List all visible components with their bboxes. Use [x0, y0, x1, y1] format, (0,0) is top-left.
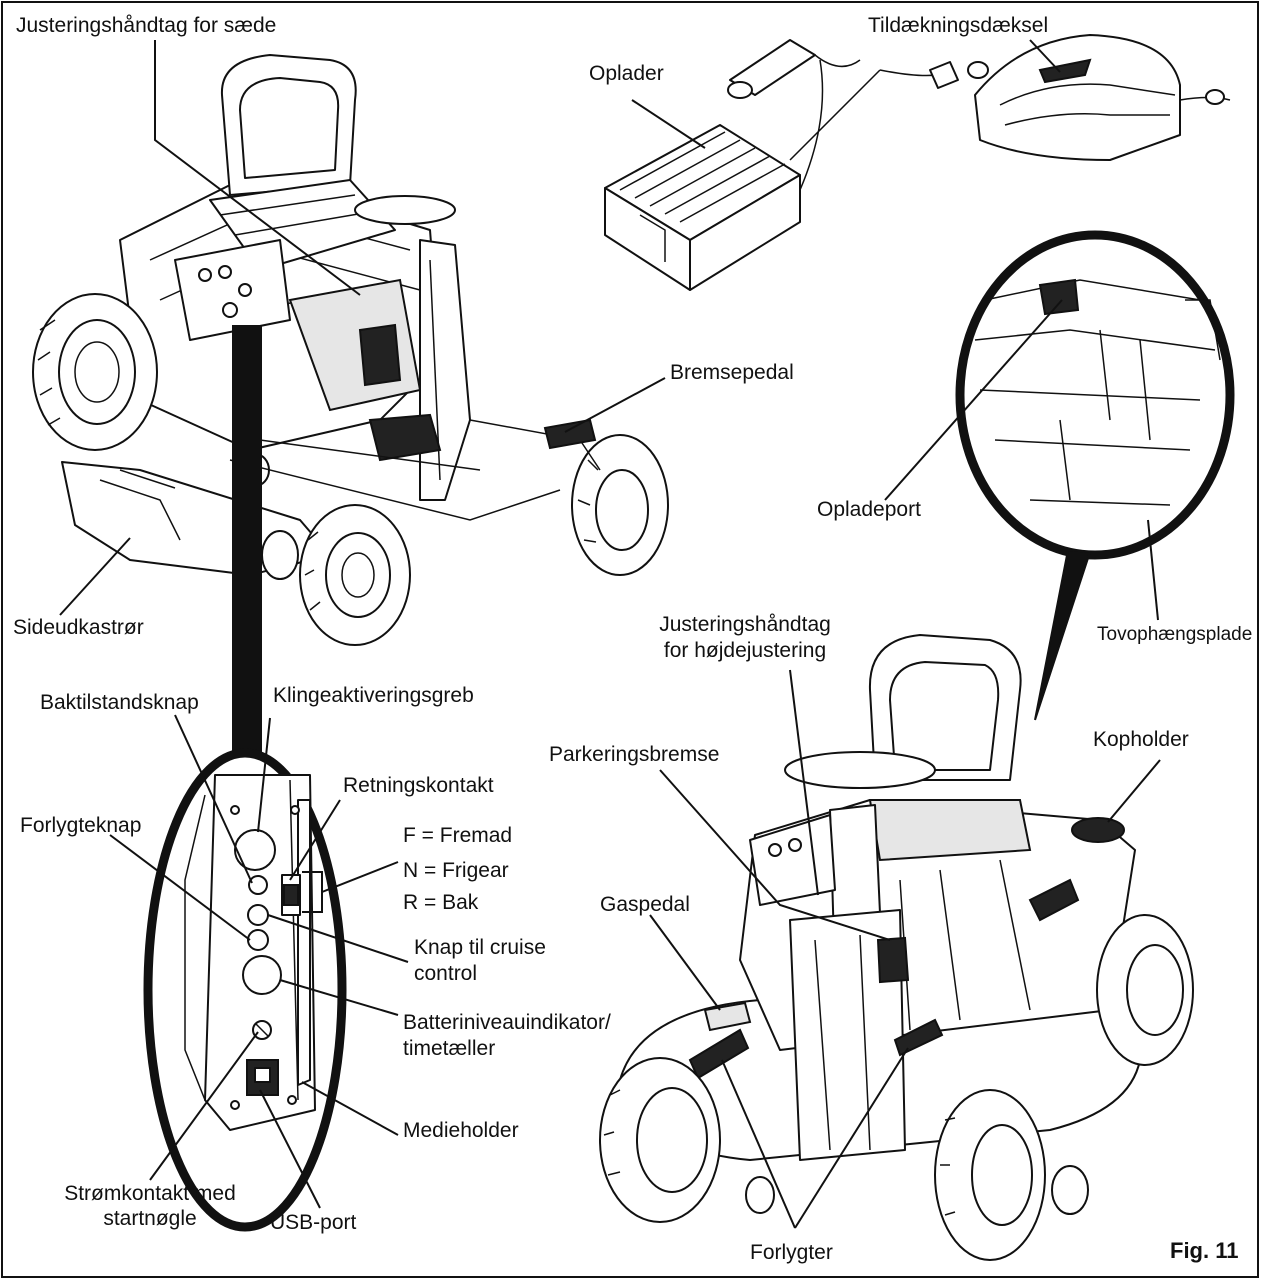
leader-accelerator [649, 914, 721, 1011]
label-accelerator-pedal: Gaspedal [600, 893, 690, 916]
label-usb-port: USB-port [270, 1211, 357, 1234]
leader-brake-pedal [564, 377, 666, 433]
label-media-holder: Medieholder [403, 1119, 519, 1142]
label-n-neutral: N = Frigear [403, 859, 509, 882]
leader-cruise [267, 914, 409, 963]
leader-blade-engage [257, 717, 271, 833]
label-charge-port: Opladeport [817, 498, 921, 521]
label-cup-holder: Kopholder [1093, 728, 1189, 751]
mower-front-view [599, 634, 1194, 1261]
label-tow-plate: Tovophængsplade [1097, 624, 1253, 645]
leader-battery [279, 979, 399, 1016]
leader-charger [631, 99, 706, 149]
leader-power-switch [149, 1031, 259, 1181]
leader-cup-holder [1107, 759, 1161, 823]
figure-number: Fig. 11 [1170, 1238, 1239, 1263]
label-power-switch-1: Strømkontakt med [64, 1182, 236, 1205]
label-parking-brake: Parkeringsbremse [549, 743, 720, 766]
label-battery-indicator-2: timetæller [403, 1037, 496, 1060]
label-headlight-button: Forlygteknap [20, 814, 142, 837]
leader-headlight-button [109, 834, 251, 941]
label-charger: Oplader [589, 62, 664, 85]
label-power-switch-2: startnøgle [103, 1207, 197, 1230]
leader-lines [59, 39, 1161, 1229]
label-height-adjust-2: for højdejustering [663, 639, 827, 662]
label-cruise-control-2: control [414, 962, 478, 985]
leader-direction-switch [289, 799, 341, 881]
leader-fnr [321, 861, 399, 893]
leader-cover [1029, 39, 1061, 73]
label-brake-pedal: Bremsepedal [670, 361, 794, 384]
leader-headlights-left [721, 1059, 796, 1229]
leader-charge-port [884, 299, 1063, 501]
leader-height-adjust [789, 669, 819, 896]
label-r-reverse: R = Bak [403, 891, 479, 914]
label-height-adjust-1: Justeringshåndtag [659, 613, 831, 636]
label-reverse-mode-button: Baktilstandsknap [40, 691, 199, 714]
mower-rear-view [32, 54, 669, 646]
leader-usb [259, 1089, 321, 1209]
label-direction-switch: Retningskontakt [343, 774, 494, 797]
label-headlights: Forlygter [750, 1241, 833, 1264]
label-f-forward: F = Fremad [403, 824, 513, 847]
leader-side-chute [59, 537, 131, 616]
label-battery-indicator-1: Batteriniveauindikator/ [403, 1011, 611, 1034]
control-panel-zoom [143, 325, 347, 1232]
leader-seat-adjust [154, 40, 361, 296]
cover-drawing [967, 34, 1231, 161]
label-side-chute: Sideudkastrør [13, 616, 144, 639]
leader-tow-plate [1147, 519, 1159, 621]
label-cruise-control-1: Knap til cruise [414, 936, 546, 959]
label-cover: Tildækningsdæksel [868, 14, 1049, 37]
leader-headlights-right [794, 1047, 909, 1229]
label-seat-adjust-handle: Justeringshåndtag for sæde [16, 14, 277, 37]
charge-port-zoom [955, 230, 1235, 721]
label-blade-engage-lever: Klingeaktiveringsgreb [273, 684, 474, 707]
charger-drawing [604, 39, 959, 291]
leader-media [301, 1081, 399, 1136]
leader-reverse-mode [174, 714, 253, 884]
leader-parking-brake [659, 769, 891, 941]
